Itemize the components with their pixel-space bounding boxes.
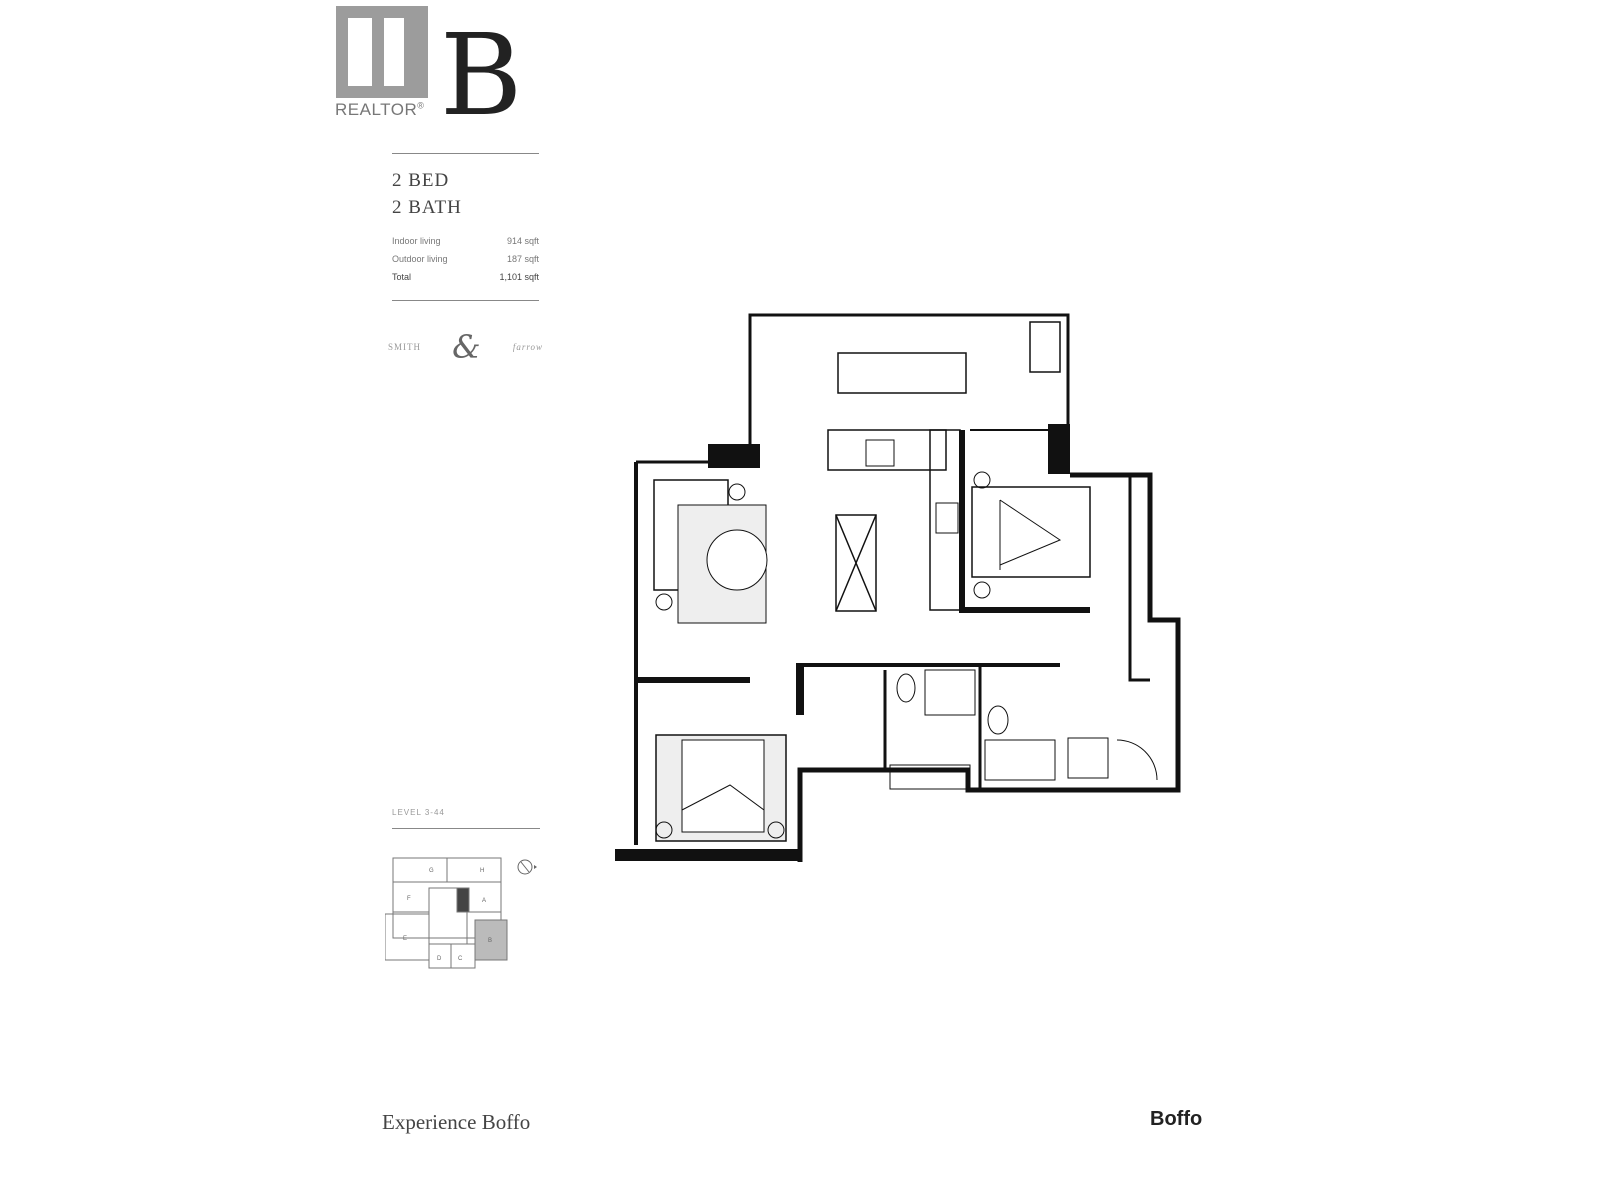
north-arrow-icon	[517, 859, 537, 875]
area-label: Indoor living	[392, 236, 441, 246]
unit-label: A	[482, 898, 486, 904]
unit-label: E	[403, 936, 407, 942]
realtor-text: REALTOR	[335, 100, 418, 119]
area-value: 1,101 sqft	[499, 272, 539, 282]
area-row-total: Total 1,101 sqft	[392, 272, 539, 282]
divider	[392, 828, 540, 829]
divider	[392, 153, 539, 154]
divider	[392, 300, 539, 301]
footer-tagline: Experience Boffo	[382, 1110, 531, 1134]
bed-count: 2 BED	[392, 170, 450, 191]
realtor-logo	[336, 6, 428, 98]
unit-label: C	[458, 956, 463, 962]
unit-label: G	[429, 868, 434, 874]
area-label: Total	[392, 272, 412, 282]
area-value: 914 sqft	[506, 236, 539, 246]
key-plan: G H F A E D C B	[385, 857, 537, 969]
unit-label-highlighted: B	[488, 938, 492, 944]
unit-label: F	[407, 896, 411, 902]
area-value: 187 sqft	[506, 254, 539, 264]
unit-label: H	[480, 868, 484, 874]
unit-label: D	[437, 956, 442, 962]
unit-letter: B	[440, 11, 523, 141]
designer-amp: &	[452, 328, 482, 366]
designer-left: SMITH	[388, 342, 422, 352]
area-row-indoor: Indoor living 914 sqft	[392, 236, 539, 246]
level-label: LEVEL 3-44	[392, 808, 445, 817]
designer-logo: SMITH & farrow	[388, 328, 543, 366]
bath-count: 2 BATH	[392, 197, 462, 218]
designer-right: farrow	[512, 342, 543, 352]
area-row-outdoor: Outdoor living 187 sqft	[392, 254, 539, 264]
realtor-wordmark: REALTOR®	[335, 100, 424, 120]
footer-brand: Boffo	[1150, 1108, 1203, 1130]
registered-mark: ®	[417, 100, 425, 111]
area-label: Outdoor living	[392, 254, 448, 264]
